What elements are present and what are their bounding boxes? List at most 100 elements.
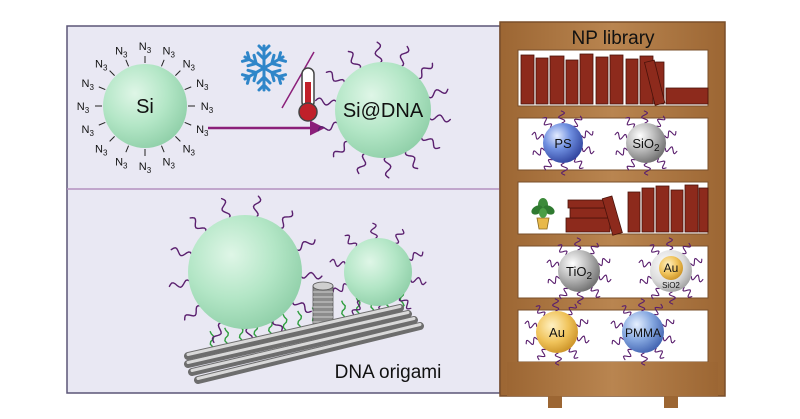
dna-strand bbox=[581, 130, 594, 139]
dna-strand bbox=[536, 348, 547, 361]
azide-label: N3 bbox=[95, 59, 108, 73]
azide-label: N3 bbox=[196, 124, 209, 138]
si-label: Si bbox=[136, 96, 154, 118]
dna-strand bbox=[576, 291, 585, 305]
dna-strand bbox=[351, 299, 363, 316]
dna-strand bbox=[426, 88, 449, 99]
dna-strand bbox=[531, 131, 545, 140]
dna-strand bbox=[398, 295, 412, 310]
dna-strand bbox=[573, 237, 582, 251]
dna-strand bbox=[640, 352, 649, 366]
books-top-shelf bbox=[520, 53, 709, 106]
dna-strand bbox=[220, 197, 231, 221]
azide-label: N3 bbox=[115, 46, 128, 60]
condition-divider bbox=[281, 51, 315, 109]
svg-text:SiO2: SiO2 bbox=[662, 281, 680, 290]
origami-rods bbox=[184, 304, 424, 384]
dna-strand bbox=[189, 216, 207, 235]
svg-text:TiO2: TiO2 bbox=[566, 264, 592, 282]
dna-strand bbox=[299, 271, 323, 280]
dna-strand bbox=[332, 282, 349, 293]
dna-strand bbox=[415, 62, 434, 80]
si-dna-particle bbox=[335, 62, 431, 158]
dna-strand bbox=[315, 97, 339, 106]
dna-strand bbox=[546, 259, 560, 268]
dna-strand bbox=[369, 222, 378, 240]
dna-strand bbox=[662, 335, 676, 344]
svg-text:Au: Au bbox=[664, 261, 679, 275]
dna-strand bbox=[615, 147, 628, 156]
dna-strand bbox=[252, 195, 262, 219]
dna-strand bbox=[404, 148, 419, 170]
dna-strand bbox=[690, 257, 703, 267]
library-particle-sio2: SiO2 bbox=[626, 123, 666, 163]
azide-label: N3 bbox=[162, 156, 175, 170]
dna-strand bbox=[557, 110, 566, 124]
dna-strand bbox=[638, 259, 652, 268]
dna-strand bbox=[598, 274, 612, 283]
dna-strand bbox=[681, 242, 692, 255]
dna-strand bbox=[576, 318, 589, 328]
azide-label: N3 bbox=[162, 46, 175, 60]
dna-strand bbox=[622, 348, 633, 361]
dna-strand bbox=[682, 286, 693, 298]
azide-label: N3 bbox=[115, 156, 128, 170]
dna-strand bbox=[626, 158, 636, 171]
dna-strand bbox=[664, 130, 677, 139]
dna-strand bbox=[598, 257, 611, 267]
library-dna-strands bbox=[524, 110, 704, 366]
snowflake-icon bbox=[240, 44, 288, 92]
library-particle-pmma: PMMA bbox=[622, 311, 664, 353]
dna-strand bbox=[535, 305, 546, 317]
dna-strand bbox=[383, 155, 392, 179]
dna-strand bbox=[610, 320, 624, 329]
dna-strand bbox=[332, 140, 351, 158]
dna-strand bbox=[625, 117, 636, 129]
dna-strand bbox=[665, 237, 674, 251]
svg-text:PS: PS bbox=[554, 136, 572, 151]
dna-strand bbox=[525, 336, 538, 346]
dna-strand bbox=[183, 304, 203, 321]
dna-strand bbox=[656, 115, 666, 128]
dna-strand bbox=[649, 244, 660, 256]
dna-strand bbox=[393, 228, 405, 245]
dna-strand bbox=[640, 110, 649, 124]
dna-strand bbox=[662, 318, 675, 328]
dna-strand bbox=[654, 347, 665, 359]
dna-strand bbox=[643, 162, 652, 176]
dna-strand bbox=[558, 287, 569, 300]
dna-strand bbox=[407, 251, 424, 262]
dna-strand bbox=[427, 114, 451, 123]
dna-strand bbox=[532, 147, 545, 156]
small-nanoparticle bbox=[344, 238, 412, 306]
dna-strand bbox=[347, 50, 362, 72]
large-nanoparticle bbox=[188, 215, 302, 329]
dna-strand bbox=[170, 246, 194, 257]
dna-strand bbox=[567, 303, 578, 316]
dna-strand bbox=[557, 244, 568, 256]
azide-label: N3 bbox=[81, 124, 94, 138]
dna-origami-assembly bbox=[168, 195, 427, 384]
dna-strand bbox=[690, 274, 704, 283]
si-dna-strands bbox=[315, 41, 451, 179]
dna-strand bbox=[589, 242, 600, 255]
dna-strand bbox=[317, 121, 340, 132]
dna-strand bbox=[621, 305, 632, 317]
azide-label: N3 bbox=[183, 143, 196, 157]
dna-strand bbox=[639, 275, 652, 285]
books-middle-shelf bbox=[565, 184, 709, 236]
library-particle-au-sio2: Au SiO2 bbox=[650, 250, 692, 292]
dna-strand bbox=[611, 336, 624, 346]
thermometer-icon bbox=[298, 67, 318, 122]
dna-strand bbox=[277, 210, 294, 230]
dna-strand bbox=[614, 131, 628, 140]
dna-origami-label: DNA origami bbox=[335, 362, 442, 383]
dna-strand bbox=[291, 299, 312, 314]
si-particle bbox=[103, 64, 187, 148]
dna-strand bbox=[650, 287, 661, 300]
plant-icon bbox=[531, 198, 555, 230]
dna-strand bbox=[560, 162, 569, 176]
azide-label: N3 bbox=[95, 143, 108, 157]
